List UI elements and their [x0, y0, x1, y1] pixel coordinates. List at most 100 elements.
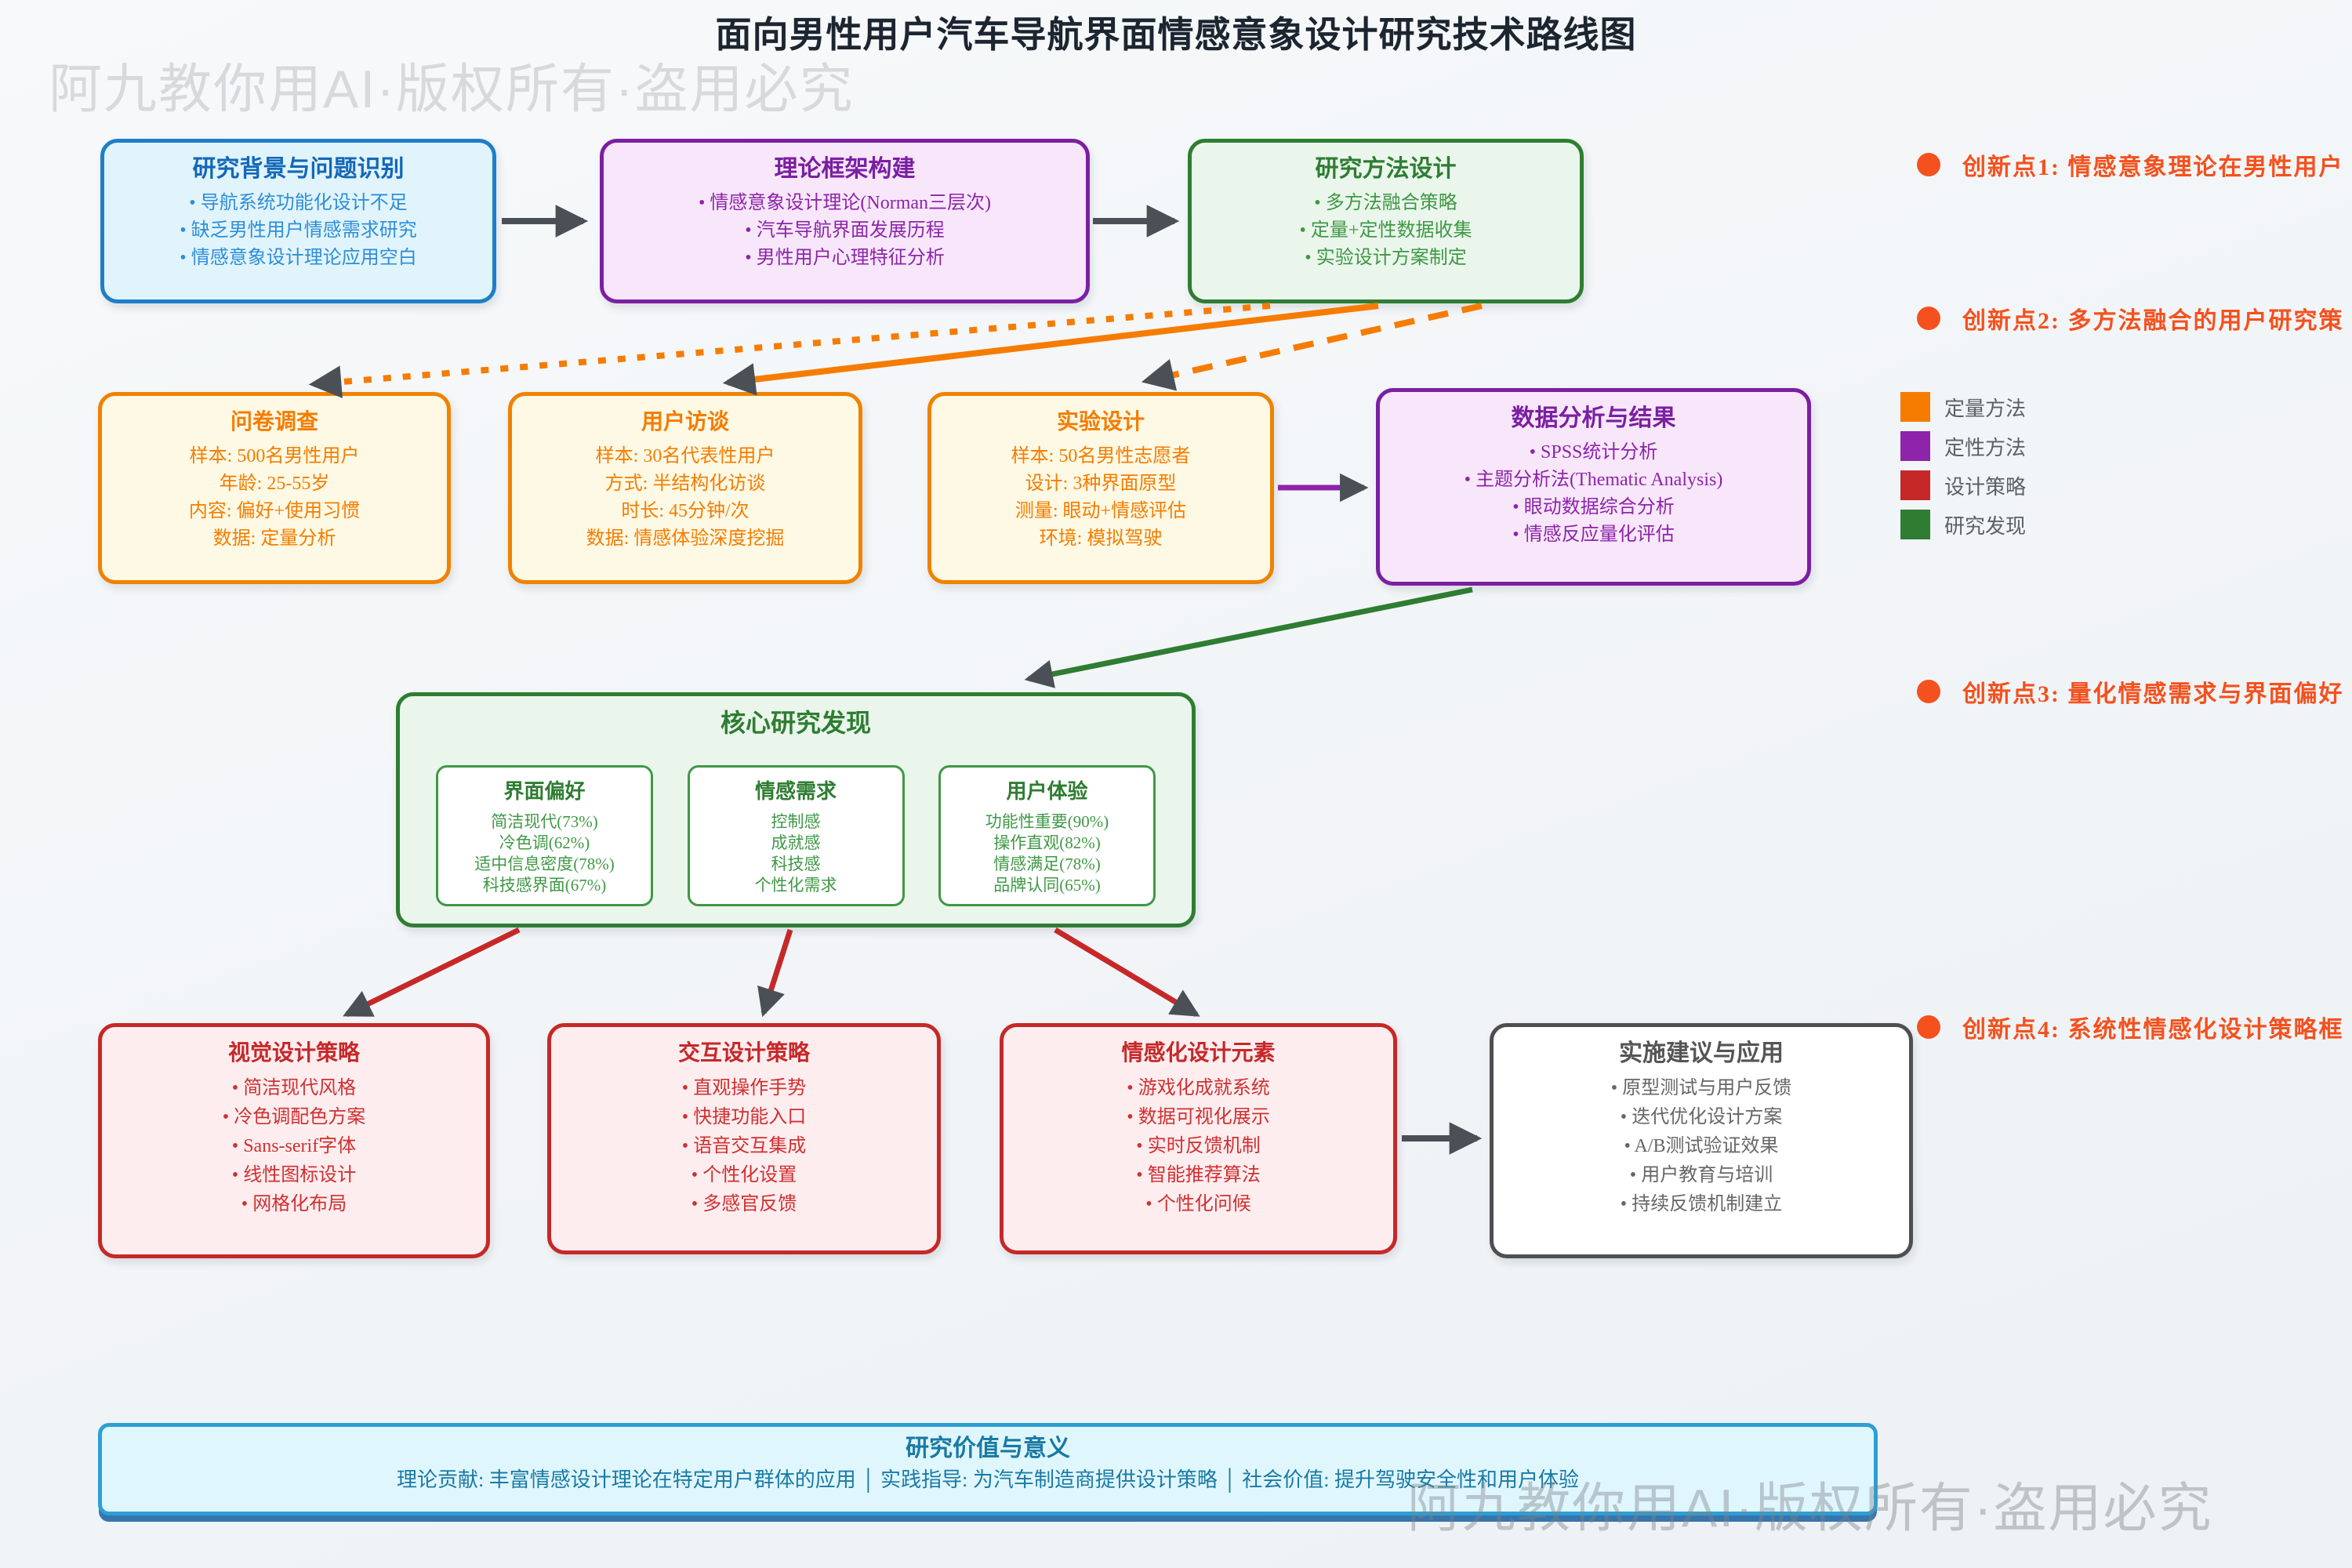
detail-line: 样本: 50名男性志愿者	[1011, 446, 1191, 466]
bullet-item: 情感反应量化评估	[1388, 521, 1799, 549]
legend-item-quantitative: 定量方法	[1900, 392, 2026, 422]
innovation-label: 创新点4: 系统性情感化设计策略框	[1962, 1017, 2344, 1043]
finding-item: 科技感	[771, 855, 821, 873]
bullet-item: 原型测试与用户反馈	[1501, 1074, 1901, 1103]
bullet-item: 迭代优化设计方案	[1501, 1103, 1901, 1132]
bullet-item: 个性化设置	[559, 1161, 929, 1190]
finding-item: 控制感	[771, 812, 821, 831]
arrow-findings-to-emotional	[1054, 927, 1200, 1018]
innovation-dot-icon	[1917, 153, 1940, 176]
subnode-title: 情感需求	[754, 780, 837, 803]
bullet-item: 用户教育与培训	[1501, 1161, 1901, 1190]
detail-line: 数据: 定量分析	[212, 528, 336, 549]
detail-line: 样本: 30名代表性用户	[595, 446, 775, 466]
node-title: 理论框架构建	[774, 156, 916, 182]
legend-swatch-icon	[1900, 470, 1930, 500]
node-title: 研究价值与意义	[906, 1436, 1070, 1461]
bullet-item: 直观操作手势	[559, 1074, 929, 1103]
node-emotional-elements: 情感化设计元素 游戏化成就系统 数据可视化展示 实时反馈机制 智能推荐算法 个性…	[1000, 1023, 1397, 1254]
bullet-item: 冷色调配色方案	[110, 1103, 478, 1132]
node-research-value: 研究价值与意义 理论贡献: 丰富情感设计理论在特定用户群体的应用 │ 实践指导:…	[98, 1423, 1878, 1515]
innovation-dot-icon	[1917, 1015, 1940, 1039]
legend: 定量方法 定性方法 设计策略 研究发现	[1900, 392, 2026, 549]
bullet-item: 主题分析法(Thematic Analysis)	[1388, 466, 1799, 494]
bullet-item: 情感意象设计理论(Norman三层次)	[612, 190, 1078, 217]
legend-item-qualitative: 定性方法	[1900, 431, 2026, 461]
node-implementation: 实施建议与应用 原型测试与用户反馈 迭代优化设计方案 A/B测试验证效果 用户教…	[1490, 1023, 1913, 1258]
diagram-title: 面向男性用户汽车导航界面情感意象设计研究技术路线图	[715, 14, 1637, 55]
legend-label: 研究发现	[1944, 514, 2027, 538]
innovation-note-1: 创新点1: 情感意象理论在男性用户	[1917, 147, 2344, 182]
watermark-bottom: 阿九教你用AI·版权所有·盗用必究	[1407, 1479, 2213, 1538]
finding-item: 适中信息密度(78%)	[474, 855, 615, 873]
detail-line: 内容: 偏好+使用习惯	[188, 501, 361, 521]
finding-item: 情感满足(78%)	[993, 855, 1101, 873]
legend-item-strategy: 设计策略	[1900, 470, 2026, 500]
detail-line: 数据: 情感体验深度挖掘	[586, 528, 785, 549]
node-title: 数据分析与结果	[1511, 405, 1676, 431]
node-title: 视觉设计策略	[227, 1041, 360, 1065]
node-title: 实验设计	[1056, 410, 1145, 434]
legend-swatch-icon	[1900, 392, 1930, 422]
subnode-title: 界面偏好	[503, 780, 586, 803]
node-title: 研究背景与问题识别	[192, 156, 405, 182]
finding-item: 科技感界面(67%)	[482, 876, 607, 895]
node-theory-framework: 理论框架构建 情感意象设计理论(Norman三层次) 汽车导航界面发展历程 男性…	[600, 139, 1090, 303]
bullet-item: 眼动数据综合分析	[1388, 494, 1799, 521]
node-title: 交互设计策略	[677, 1041, 810, 1065]
bullet-item: 汽车导航界面发展历程	[612, 217, 1078, 245]
innovation-label: 创新点3: 量化情感需求与界面偏好	[1962, 681, 2344, 707]
legend-swatch-icon	[1900, 431, 1930, 461]
finding-item: 成就感	[771, 833, 821, 852]
bullet-item: 网格化布局	[110, 1190, 478, 1219]
bullet-item: 智能推荐算法	[1011, 1161, 1385, 1190]
bullet-item: 多方法融合策略	[1200, 190, 1572, 217]
node-method-design: 研究方法设计 多方法融合策略 定量+定性数据收集 实验设计方案制定	[1188, 139, 1584, 303]
node-research-background: 研究背景与问题识别 导航系统功能化设计不足 缺乏男性用户情感需求研究 情感意象设…	[100, 139, 496, 303]
legend-item-finding: 研究发现	[1900, 510, 2026, 539]
finding-item: 个性化需求	[754, 876, 837, 895]
bullet-item: 线性图标设计	[110, 1161, 478, 1190]
node-experiment: 实验设计 样本: 50名男性志愿者 设计: 3种界面原型 测量: 眼动+情感评估…	[927, 392, 1274, 584]
node-interview: 用户访谈 样本: 30名代表性用户 方式: 半结构化访谈 时长: 45分钟/次 …	[508, 392, 862, 584]
bullet-item: 游戏化成就系统	[1011, 1074, 1385, 1103]
legend-label: 定量方法	[1944, 397, 2027, 420]
node-title: 问卷调查	[230, 410, 318, 434]
bullet-item: SPSS统计分析	[1388, 439, 1799, 466]
innovation-note-3: 创新点3: 量化情感需求与界面偏好	[1917, 674, 2344, 709]
innovation-note-4: 创新点4: 系统性情感化设计策略框	[1917, 1010, 2344, 1044]
finding-item: 简洁现代(73%)	[491, 812, 598, 831]
node-title: 核心研究发现	[720, 709, 871, 737]
detail-line: 设计: 3种界面原型	[1025, 474, 1177, 494]
bullet-item: 定量+定性数据收集	[1200, 217, 1572, 245]
bullet-item: 简洁现代风格	[110, 1074, 478, 1103]
bullet-item: 缺乏男性用户情感需求研究	[112, 217, 485, 245]
bullet-item: 多感官反馈	[559, 1190, 929, 1219]
subnode-user-experience: 用户体验 功能性重要(90%) 操作直观(82%) 情感满足(78%) 品牌认同…	[938, 765, 1156, 906]
node-survey: 问卷调查 样本: 500名男性用户 年龄: 25-55岁 内容: 偏好+使用习惯…	[98, 392, 451, 584]
node-title: 用户访谈	[641, 410, 729, 434]
innovation-dot-icon	[1917, 680, 1940, 703]
innovation-label: 创新点1: 情感意象理论在男性用户	[1962, 154, 2344, 180]
detail-line: 测量: 眼动+情感评估	[1014, 501, 1187, 521]
arrow-method-to-survey	[308, 303, 1271, 398]
bullet-item: 快捷功能入口	[559, 1103, 929, 1132]
bullet-item: 个性化问候	[1011, 1190, 1385, 1219]
arrow-method-to-experiment	[1141, 303, 1483, 391]
arrow-method-to-interview	[722, 303, 1379, 396]
finding-item: 冷色调(62%)	[499, 833, 590, 852]
finding-item: 品牌认同(65%)	[993, 876, 1101, 895]
finding-item: 操作直观(82%)	[993, 833, 1101, 852]
bullet-item: 实验设计方案制定	[1200, 245, 1572, 272]
watermark-top: 阿九教你用AI·版权所有·盗用必究	[49, 60, 855, 119]
detail-line: 环境: 模拟驾驶	[1039, 528, 1163, 549]
bullet-item: 情感意象设计理论应用空白	[112, 245, 485, 272]
node-interaction-strategy: 交互设计策略 直观操作手势 快捷功能入口 语音交互集成 个性化设置 多感官反馈	[547, 1023, 941, 1254]
bullet-item: 实时反馈机制	[1011, 1132, 1385, 1161]
bullet-item: A/B测试验证效果	[1501, 1132, 1901, 1161]
subnode-title: 用户体验	[1006, 780, 1088, 803]
node-title: 实施建议与应用	[1619, 1040, 1784, 1066]
arrow-analysis-to-findings	[1024, 586, 1473, 688]
innovation-label: 创新点2: 多方法融合的用户研究策	[1962, 308, 2344, 334]
finding-item: 功能性重要(90%)	[985, 812, 1109, 831]
